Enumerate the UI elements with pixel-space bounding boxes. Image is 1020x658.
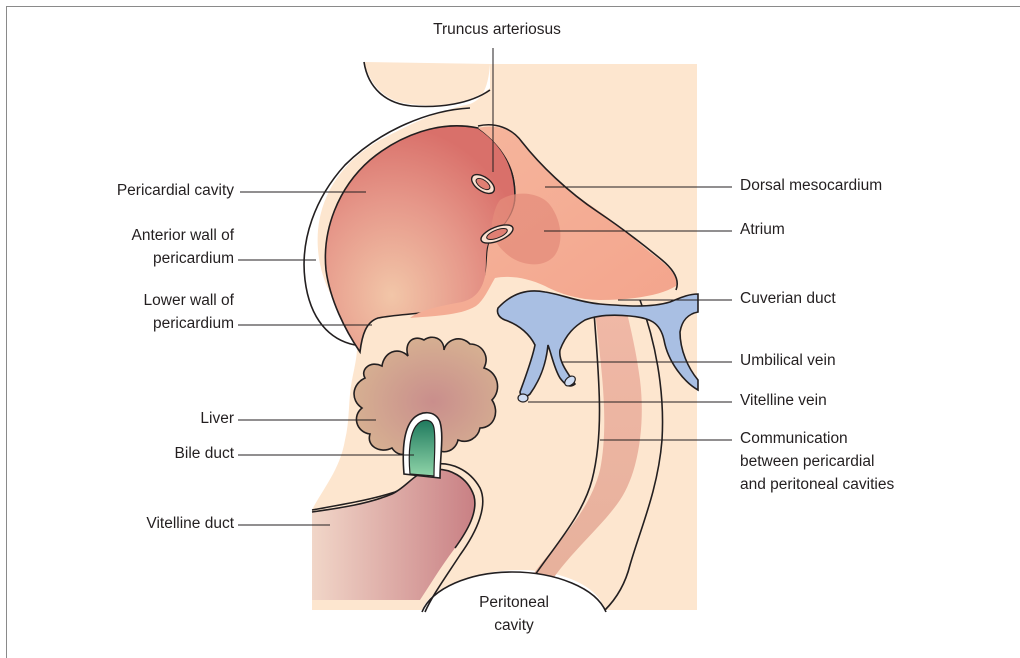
label-vitelline-duct: Vitelline duct [40, 514, 234, 534]
label-truncus-arteriosus: Truncus arteriosus [417, 20, 577, 40]
label-vitelline-vein: Vitelline vein [740, 391, 827, 411]
vitelline-vein-end [518, 394, 528, 402]
label-atrium: Atrium [740, 220, 785, 240]
label-umbilical-vein: Umbilical vein [740, 351, 836, 371]
label-anterior-wall-line1: Anterior wall of [40, 226, 234, 246]
label-peritoneal-line1: Peritoneal [454, 593, 574, 613]
label-communication-line1: Communication [740, 429, 848, 449]
label-pericardial-cavity: Pericardial cavity [40, 181, 234, 201]
label-liver: Liver [40, 409, 234, 429]
label-communication-line2: between pericardial [740, 452, 874, 472]
label-lower-wall-line1: Lower wall of [40, 291, 234, 311]
label-dorsal-mesocardium: Dorsal mesocardium [740, 176, 882, 196]
label-communication-line3: and peritoneal cavities [740, 475, 894, 495]
label-anterior-wall-line2: pericardium [40, 249, 234, 269]
label-cuverian-duct: Cuverian duct [740, 289, 836, 309]
label-peritoneal-line2: cavity [454, 616, 574, 636]
label-lower-wall-line2: pericardium [40, 314, 234, 334]
label-bile-duct: Bile duct [40, 444, 234, 464]
